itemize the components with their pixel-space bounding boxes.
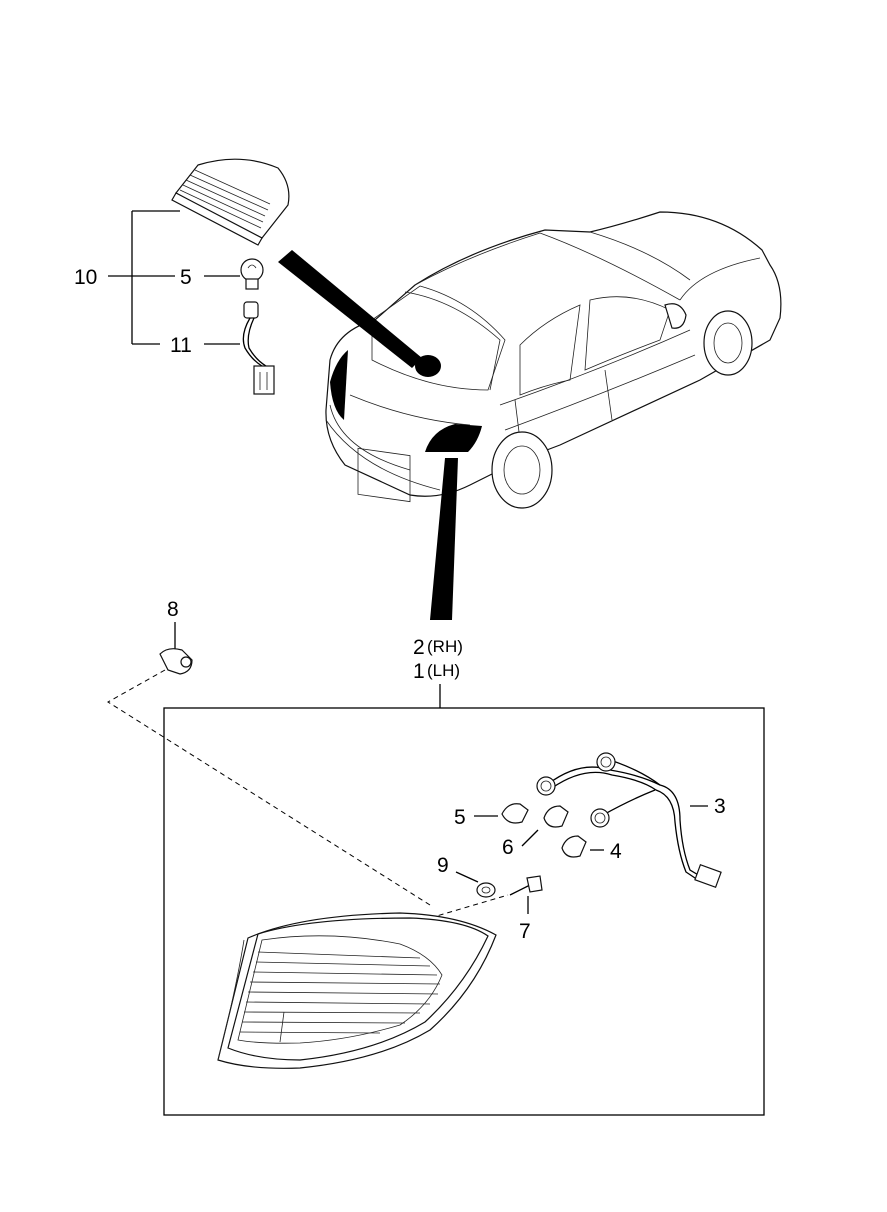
clip-dashed-guide xyxy=(107,669,431,906)
callout-4: 4 xyxy=(610,840,622,863)
screw-part-7 xyxy=(509,875,543,896)
callout-2: 2 xyxy=(413,636,425,659)
high-mount-stop-lamp xyxy=(171,158,290,246)
callout-5-upper: 5 xyxy=(180,266,192,289)
callout-10: 10 xyxy=(74,266,97,289)
assembly-box xyxy=(163,707,765,1116)
vehicle-rear-view xyxy=(325,211,782,509)
clip-part-8 xyxy=(159,622,193,675)
high-mount-socket-wiring xyxy=(242,301,275,395)
pointer-wedges xyxy=(278,250,458,620)
callout-1: 1 xyxy=(413,660,425,683)
bulb-part-5 xyxy=(501,803,529,824)
callout-11: 11 xyxy=(170,334,192,357)
fastener-dashed-guide xyxy=(429,894,509,919)
callout-8: 8 xyxy=(167,598,179,621)
high-mount-bulb xyxy=(240,258,264,290)
callout-bracket-upper xyxy=(108,210,240,345)
callout-7: 7 xyxy=(519,920,531,943)
tail-lamp-assembly xyxy=(217,912,497,1069)
callout-1-side: (LH) xyxy=(427,661,460,680)
nut-part-9 xyxy=(476,882,496,898)
callout-3: 3 xyxy=(714,795,726,818)
wiring-harness xyxy=(536,752,722,889)
bulb-part-4 xyxy=(561,835,587,858)
bulb-part-6 xyxy=(543,805,569,828)
callout-2-side: (RH) xyxy=(427,637,463,656)
callout-5-lower: 5 xyxy=(454,806,466,829)
callout-9: 9 xyxy=(437,854,449,877)
callout-6: 6 xyxy=(502,836,514,859)
